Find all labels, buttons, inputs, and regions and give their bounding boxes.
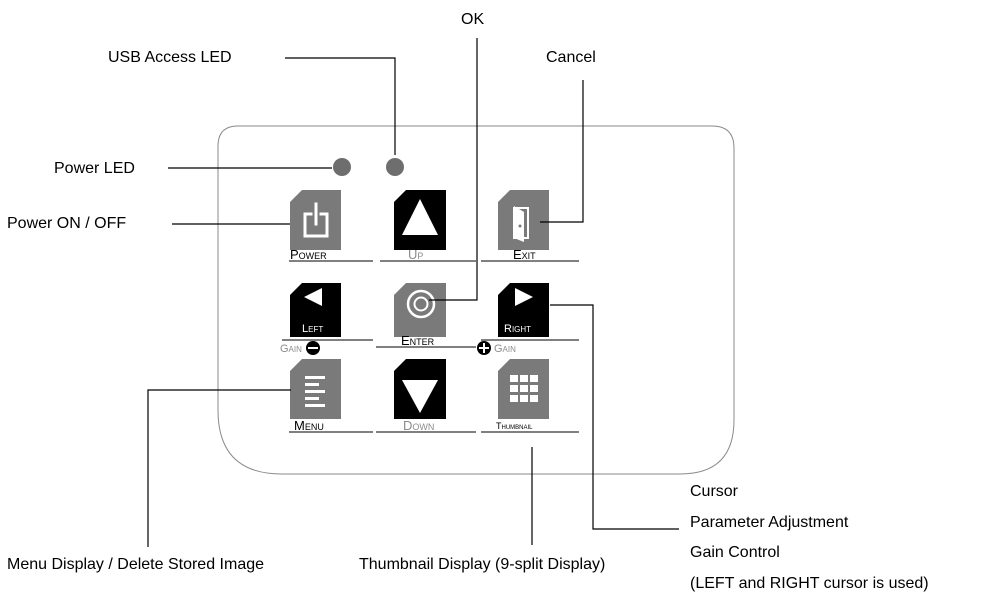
callout-ok: OK: [461, 11, 485, 28]
up-button[interactable]: [394, 190, 446, 250]
left-arrow-icon: [304, 288, 322, 306]
callout-gain-control: Gain Control: [690, 544, 780, 561]
thumbnail-button[interactable]: [498, 359, 549, 419]
left-label: Left: [302, 323, 323, 335]
callout-parameter-adjustment: Parameter Adjustment: [690, 514, 849, 531]
enter-button[interactable]: [394, 283, 446, 337]
power-button[interactable]: [290, 190, 341, 250]
right-arrow-icon: [515, 288, 533, 306]
enter-label: Enter: [401, 333, 435, 348]
grid-icon: [510, 375, 538, 402]
callout-cancel: Cancel: [546, 49, 596, 66]
callout-menu-display: Menu Display / Delete Stored Image: [7, 556, 265, 573]
callout-thumbnail-display: Thumbnail Display (9-split Display): [359, 556, 606, 573]
thumbnail-label: Thumbnail: [496, 421, 533, 431]
callout-power-led: Power LED: [54, 160, 135, 177]
right-button[interactable]: [498, 283, 549, 337]
door-icon: [513, 206, 529, 242]
up-label: Up: [408, 247, 423, 262]
leader-ok: [429, 38, 478, 301]
gain-minus-label: Gain: [280, 343, 302, 355]
leader-cursor-gain: [550, 304, 679, 530]
power-led: [333, 158, 351, 176]
power-icon: [303, 202, 329, 238]
usb-access-led: [386, 158, 404, 176]
enter-circle-icon: [406, 289, 436, 319]
power-label: Power: [290, 247, 327, 262]
right-label: Right: [504, 323, 531, 335]
down-arrow-icon: [402, 380, 438, 413]
leader-menu-display: [147, 389, 291, 547]
exit-button[interactable]: [498, 190, 549, 250]
exit-label: Exit: [513, 247, 536, 262]
menu-button[interactable]: [290, 359, 341, 419]
callout-cursor: Cursor: [690, 483, 739, 500]
leader-cancel: [540, 80, 584, 223]
callout-usb-access-led: USB Access LED: [108, 49, 232, 66]
up-arrow-icon: [402, 199, 438, 235]
leader-usb-access-led: [285, 57, 396, 155]
down-button[interactable]: [394, 359, 446, 419]
down-label: Down: [403, 418, 434, 433]
menu-lines-icon: [305, 376, 325, 407]
left-button[interactable]: [290, 283, 341, 337]
gain-plus-label: Gain: [494, 343, 516, 355]
menu-label: Menu: [294, 418, 324, 433]
callout-power-on-off: Power ON / OFF: [7, 215, 127, 232]
callout-left-right-note: (LEFT and RIGHT cursor is used): [690, 575, 929, 592]
